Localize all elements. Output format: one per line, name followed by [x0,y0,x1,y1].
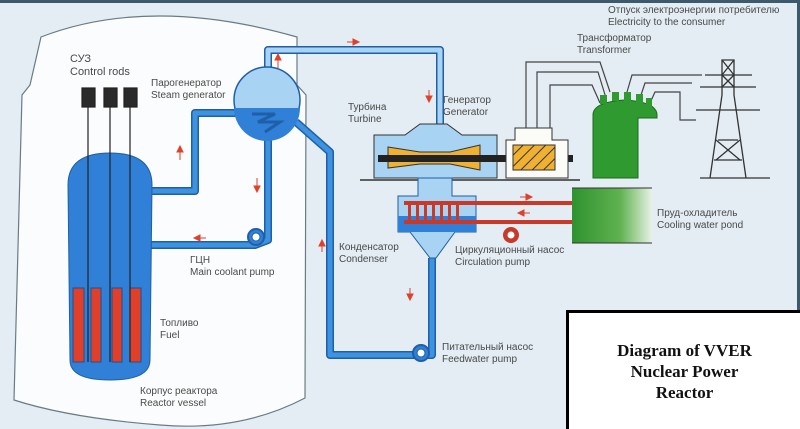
title-line: Diagram of VVER [617,340,752,360]
label-en: Generator [443,107,489,118]
label-en: Cooling water pond [657,220,744,231]
flow-arrow [176,38,534,302]
label-en: Fuel [160,330,180,341]
label-ru: Трансформатор [577,33,652,44]
fuel-rod [129,287,142,363]
label-en: Electricity to the consumer [608,17,726,28]
label-ru: Турбина [348,102,387,113]
label-en: Transformer [577,45,632,56]
transformer [592,92,658,179]
cooling-water-pond [572,188,652,243]
label-ru: СУЗ [70,53,91,65]
fuel-rod [72,287,85,363]
label-ru: Отпуск электроэнергии потребителю [608,5,780,16]
title-line: Nuclear Power [630,361,739,381]
label-en: Control rods [70,66,130,78]
label-en: Reactor vessel [140,398,207,409]
label-ru: Топливо [160,318,199,329]
label-ru: Парогенератор [151,78,222,89]
steam-generator [233,66,301,141]
feedwater-pump [412,344,430,362]
label-en: Main coolant pump [190,267,275,278]
control-rods [81,87,138,362]
label-ru: Корпус реактора [140,386,218,397]
label-en: Condenser [339,254,388,265]
label-en: Feedwater pump [442,354,518,365]
label-ru: Конденсатор [339,242,399,253]
shaft [378,155,573,162]
cooling-pipe [404,220,574,224]
circulation-pump [503,227,519,243]
label-ru: Пруд-охладитель [657,208,738,219]
main-coolant-pump [247,228,265,246]
label-ru: Циркуляционный насос [455,245,565,256]
diagram-title: Diagram of VVER Nuclear Power Reactor [617,340,752,403]
label-en: Turbine [348,114,382,125]
transmission-tower [696,59,770,179]
generator [505,127,569,179]
label-ru: ГЦН [190,255,211,266]
cooling-pipe [404,201,574,205]
turbine [360,123,580,181]
power-lines [525,61,702,128]
label-ru: Генератор [443,95,491,106]
label-en: Circulation pump [455,257,531,268]
title-line: Reactor [655,382,714,402]
condenser [397,177,574,259]
fuel-rod [90,287,102,363]
label-en: Steam generator [151,90,226,101]
title-box: Diagram of VVER Nuclear Power Reactor [566,310,800,429]
label-ru: Питательный насос [442,342,534,353]
fuel-rod [111,287,123,363]
